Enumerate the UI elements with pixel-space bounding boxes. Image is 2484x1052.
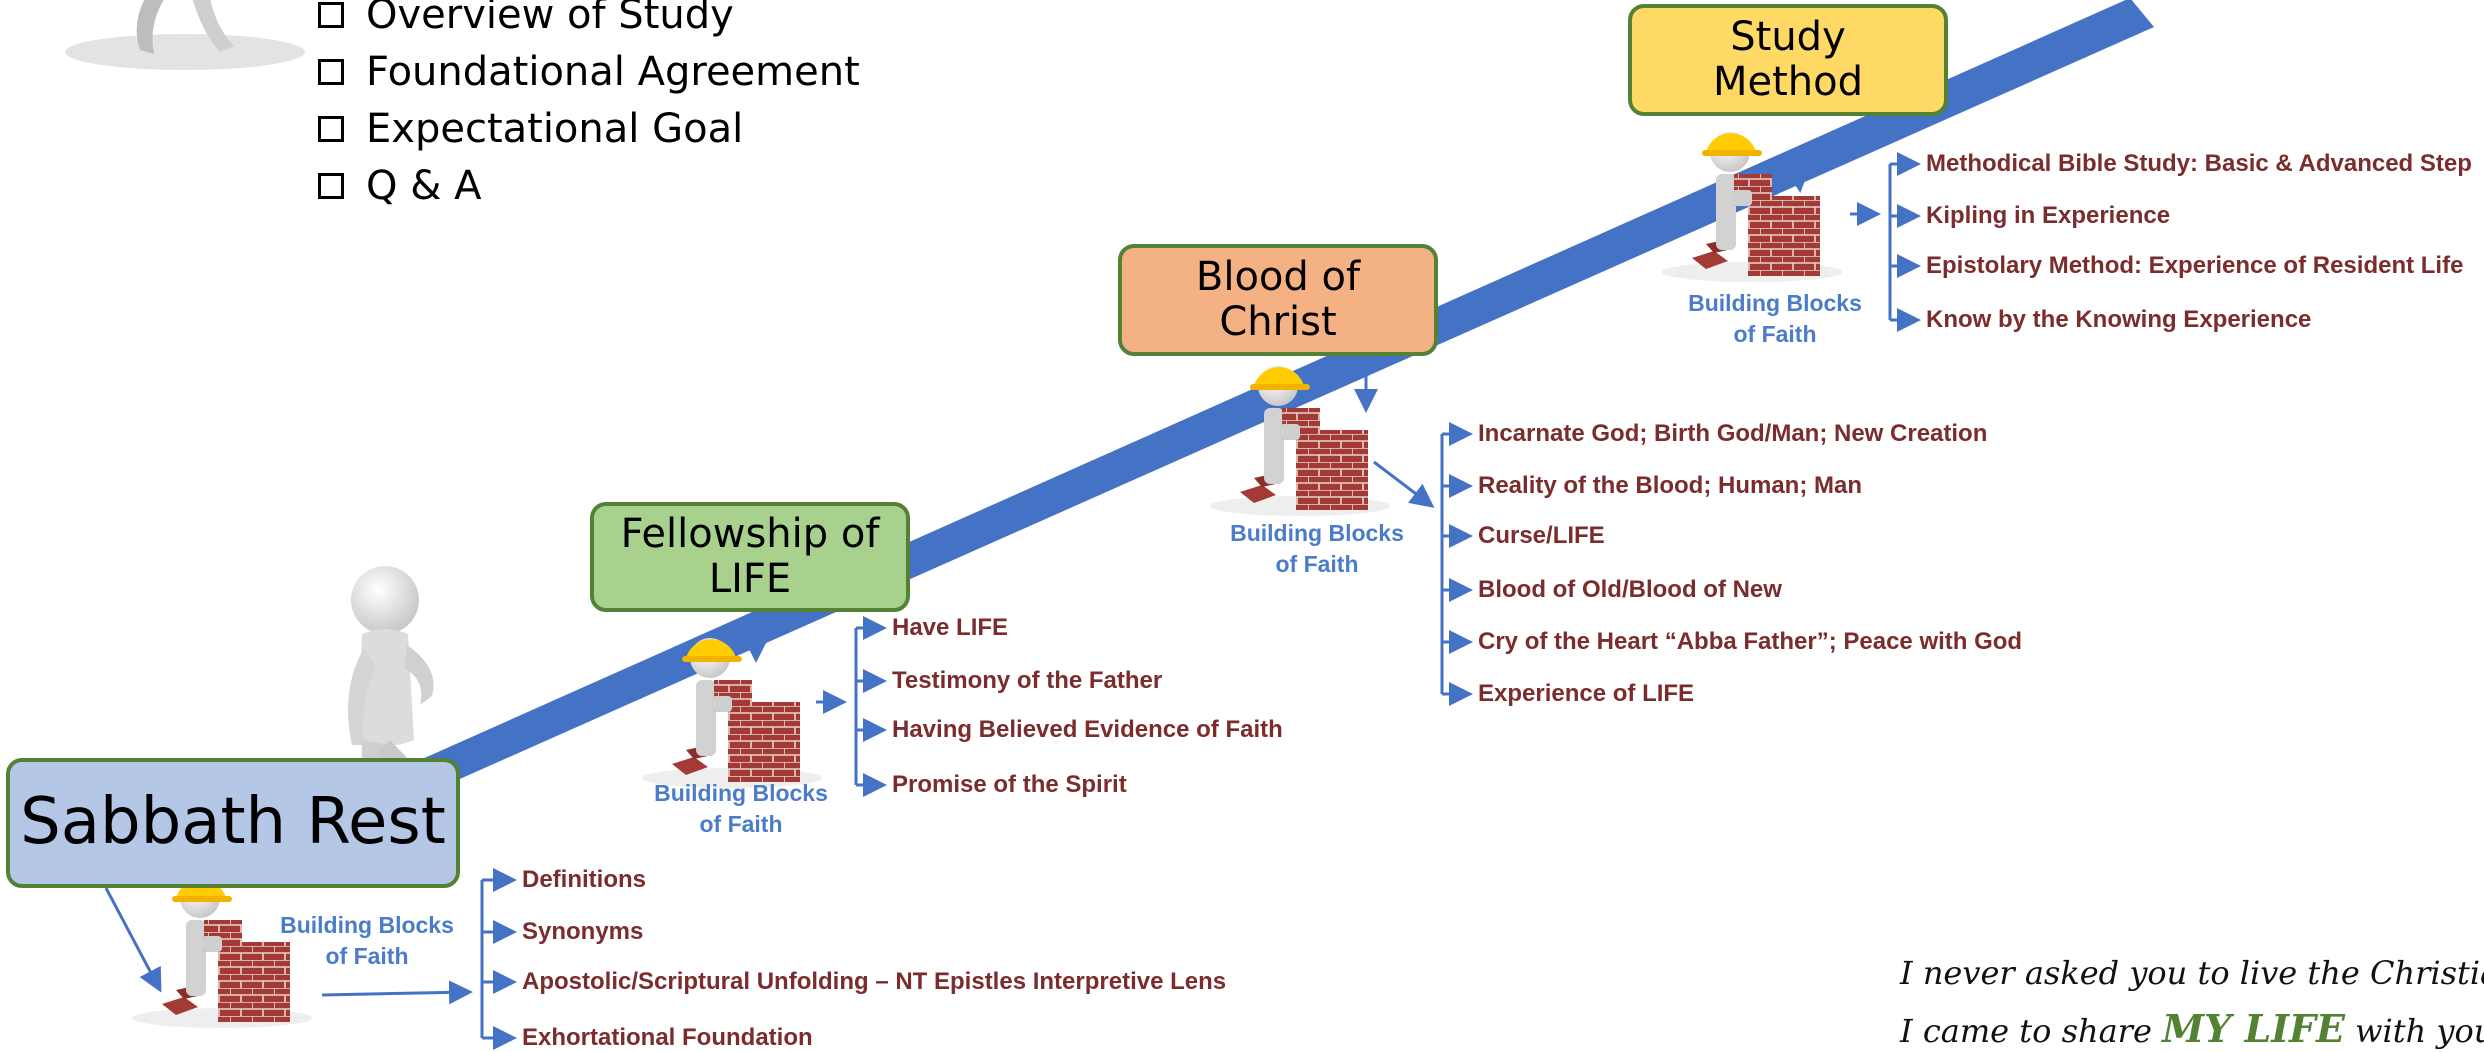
- agenda-checklist: Overview of Study Foundational Agreement…: [318, 0, 860, 214]
- connector-sabbath-rest: [104, 868, 517, 1050]
- item-label: Incarnate God; Birth God/Man; New Creati…: [1478, 420, 1988, 447]
- item-label: Epistolary Method: Experience of Residen…: [1926, 252, 2464, 279]
- item-label: Know by the Knowing Experience: [1926, 306, 2312, 333]
- step-box-fellowship-of-life: Fellowship of LIFE: [590, 502, 910, 612]
- stick-figure-icon: [65, 0, 305, 70]
- step-box-study-method: Study Method: [1628, 4, 1948, 116]
- checkbox-icon: [318, 172, 344, 199]
- item-label: Curse/LIFE: [1478, 522, 1605, 549]
- agenda-item: Overview of Study: [318, 0, 860, 43]
- item-label: Having Believed Evidence of Faith: [892, 716, 1283, 743]
- step-box-sabbath-rest: Sabbath Rest: [6, 758, 460, 888]
- connector-blood-of-christ: [1354, 358, 1473, 706]
- step-box-blood-of-christ: Blood of Christ: [1118, 244, 1438, 356]
- agenda-item: Foundational Agreement: [318, 43, 860, 100]
- item-label: Definitions: [522, 866, 646, 893]
- agenda-item: Expectational Goal: [318, 100, 860, 157]
- item-label: Blood of Old/Blood of New: [1478, 576, 1782, 603]
- agenda-item: Q & A: [318, 157, 860, 214]
- item-label: Testimony of the Father: [892, 667, 1163, 694]
- item-label: Reality of the Blood; Human; Man: [1478, 472, 1862, 499]
- quote-line-1: I never asked you to live the Christian …: [1900, 954, 2484, 992]
- item-label: Apostolic/Scriptural Unfolding – NT Epis…: [522, 968, 1227, 995]
- worker-brick-wall-icon: [1210, 366, 1390, 516]
- connector-study-method: [1785, 152, 1921, 332]
- item-label: Synonyms: [522, 918, 644, 945]
- checkbox-icon: [318, 1, 344, 28]
- item-label: Cry of the Heart “Abba Father”; Peace wi…: [1478, 628, 2023, 655]
- item-label: Promise of the Spirit: [892, 771, 1127, 798]
- checkbox-icon: [318, 115, 344, 142]
- connector-fellowship-of-life: [744, 606, 887, 797]
- quote-line-2: I came to share MY LIFE with you.: [1900, 1006, 2484, 1051]
- item-label: Exhortational Foundation: [522, 1024, 813, 1051]
- item-label: Have LIFE: [892, 614, 1009, 641]
- item-label: Kipling in Experience: [1926, 202, 2171, 229]
- item-label: Experience of LIFE: [1478, 680, 1695, 707]
- checkbox-icon: [318, 58, 344, 85]
- item-label: Methodical Bible Study: Basic & Advanced…: [1926, 150, 2472, 177]
